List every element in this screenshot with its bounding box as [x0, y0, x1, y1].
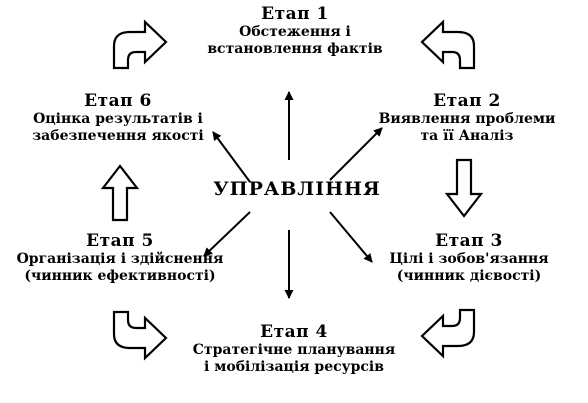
stage-1-line-2: встановлення фактів	[207, 40, 383, 57]
stage-3-title: Етап 3	[435, 231, 503, 251]
stage-6-description: Оцінка результатів і забезпечення якості	[18, 111, 218, 144]
stage-4-title: Етап 4	[260, 322, 328, 342]
arrow-to-stage-3	[329, 211, 373, 263]
arrow-to-stage-5	[203, 211, 251, 257]
cycle-arrow-2-to-3	[444, 158, 484, 218]
stage-1-line-1: Обстеження і	[239, 24, 351, 41]
cycle-arrow-6-to-1	[112, 19, 168, 70]
stage-6-line-2: забезпечення якості	[32, 127, 204, 144]
stage-2-title: Етап 2	[433, 91, 501, 111]
stage-3: Етап 3 Цілі і зобов'язання (чинник дієво…	[374, 231, 564, 284]
arrow-to-stage-6	[212, 131, 251, 183]
cycle-arrow-4-to-5	[112, 310, 168, 361]
stage-1-title: Етап 1	[261, 4, 329, 24]
stage-2-line-2: та її Аналіз	[420, 127, 514, 144]
stage-6-line-1: Оцінка результатів і	[33, 111, 203, 128]
center-label: УПРАВЛІННЯ	[213, 178, 381, 200]
stage-3-description: Цілі і зобов'язання (чинник дієвості)	[374, 251, 564, 284]
stage-6: Етап 6 Оцінка результатів і забезпечення…	[18, 91, 218, 144]
cycle-arrow-5-to-6	[100, 164, 140, 222]
stage-2-description: Виявлення проблеми та її Аналіз	[372, 111, 562, 144]
cycle-arrow-3-to-4	[420, 308, 476, 359]
stage-1: Етап 1 Обстеження і встановлення фактів	[190, 4, 400, 57]
cycle-arrow-1-to-2	[420, 19, 476, 70]
stage-4-description: Стратегічне планування і мобілізація рес…	[174, 342, 414, 375]
stage-4-line-1: Стратегічне планування	[192, 342, 396, 359]
stage-5-title: Етап 5	[86, 231, 154, 251]
stage-1-description: Обстеження і встановлення фактів	[190, 24, 400, 57]
stage-4: Етап 4 Стратегічне планування і мобіліза…	[174, 322, 414, 375]
stage-3-line-2: (чинник дієвості)	[396, 267, 542, 284]
stage-2: Етап 2 Виявлення проблеми та її Аналіз	[372, 91, 562, 144]
stage-5-line-2: (чинник ефективності)	[24, 267, 216, 284]
radial-arrows	[203, 91, 383, 299]
stage-3-line-1: Цілі і зобов'язання	[389, 251, 549, 268]
stage-5-line-1: Організація і здійснення	[16, 251, 224, 268]
stage-4-line-2: і мобілізація ресурсів	[204, 358, 384, 375]
arrow-to-stage-2	[329, 127, 383, 181]
stage-2-line-1: Виявлення проблеми	[378, 111, 556, 128]
stage-5: Етап 5 Організація і здійснення (чинник …	[10, 231, 230, 284]
stage-6-title: Етап 6	[84, 91, 152, 111]
stage-5-description: Організація і здійснення (чинник ефектив…	[10, 251, 230, 284]
